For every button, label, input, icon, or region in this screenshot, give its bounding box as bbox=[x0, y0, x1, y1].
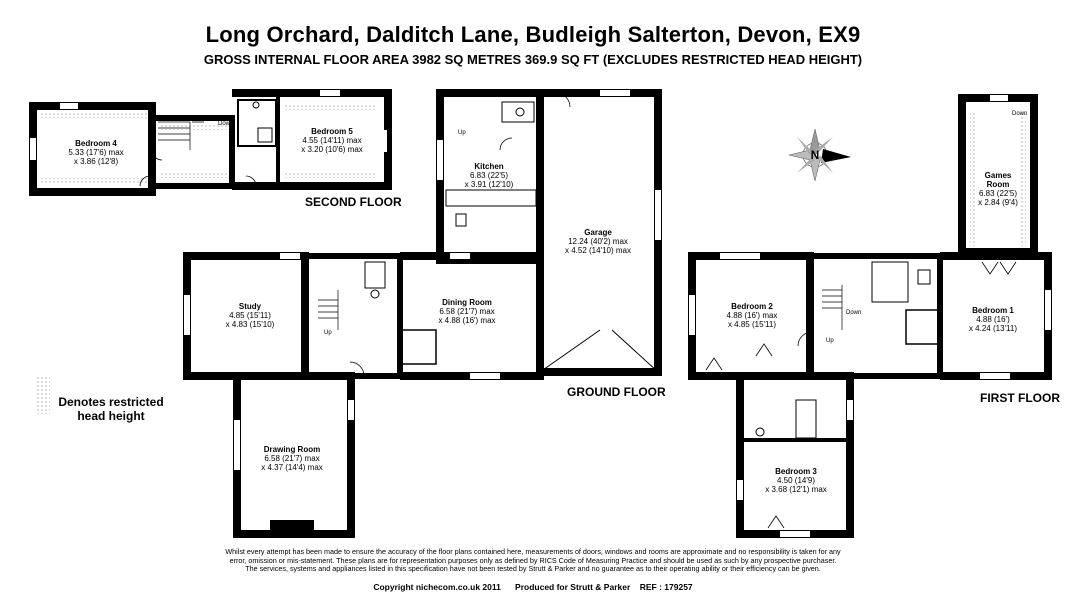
room-name: Bedroom 1 bbox=[972, 306, 1014, 315]
room-name: Drawing Room bbox=[264, 445, 320, 454]
disclaimer: Whilst every attempt has been made to en… bbox=[150, 547, 916, 574]
stair-label-up: Up bbox=[324, 330, 332, 336]
room-name: Study bbox=[239, 302, 262, 311]
floor-label-ground: GROUND FLOOR bbox=[567, 385, 666, 399]
floor-area-summary: GROSS INTERNAL FLOOR AREA 3982 SQ METRES… bbox=[203, 52, 863, 67]
ground-floor-plan bbox=[183, 89, 662, 538]
disclaimer-line-1: Whilst every attempt has been made to en… bbox=[225, 547, 841, 556]
stair-label-up: Up bbox=[458, 130, 466, 136]
room-name: Room bbox=[987, 180, 1010, 189]
room-dimension: 6.58 (21'7) max bbox=[264, 454, 319, 463]
room-dimension: x 3.86 (12'8) bbox=[74, 157, 119, 166]
room-dimension: x 4.88 (16') max bbox=[438, 316, 495, 325]
room-name: Dining Room bbox=[442, 298, 492, 307]
room-name: Bedroom 2 bbox=[731, 302, 773, 311]
room-kitchen: Kitchen 6.83 (22'5) x 3.91 (12'10) bbox=[465, 162, 514, 189]
copyright-footer: Copyright nichecom.co.uk 2011 Produced f… bbox=[373, 582, 693, 592]
room-dimension: x 3.68 (12'1) max bbox=[765, 485, 827, 494]
room-name: Bedroom 3 bbox=[775, 467, 817, 476]
room-dimension: 4.50 (14'9) bbox=[777, 476, 815, 485]
room-dimension: x 4.37 (14'4) max bbox=[261, 463, 323, 472]
room-dimension: 6.83 (22'5) bbox=[470, 171, 508, 180]
legend-swatch bbox=[36, 376, 50, 414]
stair-label-down: Down bbox=[1012, 111, 1027, 117]
second-floor-plan bbox=[29, 89, 392, 196]
first-floor-plan bbox=[688, 94, 1052, 538]
room-dimension: x 2.84 (9'4) bbox=[978, 198, 1018, 207]
room-garage: Garage 12.24 (40'2) max x 4.52 (14'10) m… bbox=[565, 228, 631, 255]
room-dimension: 12.24 (40'2) max bbox=[568, 237, 628, 246]
room-bedroom-5: Bedroom 5 4.55 (14'11) max x 3.20 (10'6)… bbox=[301, 127, 363, 154]
disclaimer-line-2: error, omission or mis-statement. These … bbox=[229, 555, 837, 565]
room-dimension: x 3.20 (10'6) max bbox=[301, 145, 363, 154]
room-name: Bedroom 5 bbox=[311, 127, 353, 136]
floor-label-first: FIRST FLOOR bbox=[980, 391, 1060, 405]
room-bedroom-1: Bedroom 1 4.88 (16') x 4.24 (13'11) bbox=[969, 306, 1017, 333]
room-drawing: Drawing Room 6.58 (21'7) max x 4.37 (14'… bbox=[261, 445, 323, 472]
room-dimension: x 4.83 (15'10) bbox=[226, 320, 275, 329]
room-name: Bedroom 4 bbox=[75, 139, 117, 148]
compass-rose-icon bbox=[788, 128, 851, 182]
room-name: Garage bbox=[584, 228, 612, 237]
disclaimer-line-3: The services, systems and appliances lis… bbox=[245, 564, 821, 574]
room-dimension: x 3.91 (12'10) bbox=[465, 180, 514, 189]
legend-line-2: head height bbox=[77, 409, 144, 423]
room-study: Study 4.85 (15'11) x 4.83 (15'10) bbox=[226, 302, 275, 329]
room-name: Games bbox=[985, 171, 1012, 180]
room-name: Kitchen bbox=[474, 162, 503, 171]
room-games: Games Room 6.83 (22'5) x 2.84 (9'4) bbox=[978, 171, 1018, 207]
room-bedroom-3: Bedroom 3 4.50 (14'9) x 3.68 (12'1) max bbox=[765, 467, 827, 494]
stair-label-up: Up bbox=[826, 338, 834, 344]
compass-north-label: N bbox=[811, 148, 820, 162]
room-bedroom-2: Bedroom 2 4.88 (16') max x 4.85 (15'11) bbox=[727, 302, 778, 329]
stair-label-down: Down bbox=[846, 310, 861, 316]
property-address: Long Orchard, Dalditch Lane, Budleigh Sa… bbox=[205, 22, 861, 47]
room-dimension: 5.33 (17'6) max bbox=[68, 148, 123, 157]
legend-line-1: Denotes restricted bbox=[58, 395, 163, 409]
room-dimension: x 4.52 (14'10) max bbox=[565, 246, 631, 255]
stair-label-down: Down bbox=[218, 121, 233, 127]
room-dimension: 6.83 (22'5) bbox=[979, 189, 1017, 198]
room-dimension: 4.85 (15'11) bbox=[229, 311, 271, 320]
room-dimension: 4.55 (14'11) max bbox=[302, 136, 361, 145]
floor-label-second: SECOND FLOOR bbox=[305, 195, 402, 209]
room-bedroom-4: Bedroom 4 5.33 (17'6) max x 3.86 (12'8) bbox=[68, 139, 123, 166]
room-dimension: 6.58 (21'7) max bbox=[439, 307, 494, 316]
room-dimension: 4.88 (16') bbox=[976, 315, 1010, 324]
room-dimension: 4.88 (16') max bbox=[727, 311, 778, 320]
room-dining: Dining Room 6.58 (21'7) max x 4.88 (16')… bbox=[438, 298, 495, 325]
room-dimension: x 4.24 (13'11) bbox=[969, 324, 1017, 333]
room-dimension: x 4.85 (15'11) bbox=[728, 320, 776, 329]
